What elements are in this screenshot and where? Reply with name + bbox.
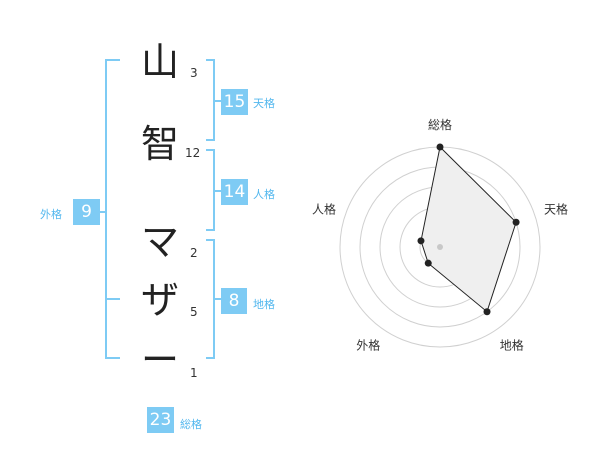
name-char-1: 山 [140, 40, 179, 84]
radar-area [420, 145, 517, 313]
chikaku-label: 地格 [253, 298, 275, 311]
gaikaku-badge: 9 [73, 199, 100, 225]
stroke-count-1: 3 [190, 66, 198, 80]
soukaku-label: 総格 [180, 418, 202, 431]
radar-point-3 [483, 308, 491, 316]
radar-axis-label-1: 総格 [428, 117, 452, 132]
name-char-2: 智 [140, 122, 179, 166]
radar-point-4 [424, 259, 432, 267]
stroke-count-4: 5 [190, 305, 198, 319]
name-char-3: マ [140, 220, 179, 264]
radar-axis-label-2: 天格 [544, 201, 568, 216]
soukaku-badge: 23 [147, 407, 174, 433]
radar-point-2 [512, 218, 520, 226]
name-char-4: ザ [140, 278, 179, 322]
stroke-count-2: 12 [185, 146, 201, 160]
name-char-5: ー [140, 338, 179, 382]
chikaku-badge: 8 [221, 288, 247, 314]
stroke-count-5: 1 [190, 366, 198, 380]
radar-axis-label-3: 地格 [500, 338, 524, 353]
jinkaku-label: 人格 [253, 188, 275, 201]
radar-axis-label-5: 人格 [312, 201, 336, 216]
stroke-count-3: 2 [190, 246, 198, 260]
jinkaku-badge: 14 [221, 179, 248, 205]
tenkaku-label: 天格 [253, 97, 275, 110]
radar-axis-label-4: 外格 [356, 338, 380, 353]
radar-point-1 [436, 143, 444, 151]
tenkaku-badge: 15 [221, 89, 248, 115]
radar-center [437, 244, 443, 250]
radar-points [417, 143, 520, 316]
gaikaku-label: 外格 [40, 208, 62, 221]
gaikaku-bracket [105, 59, 120, 359]
radar-point-5 [417, 237, 425, 245]
